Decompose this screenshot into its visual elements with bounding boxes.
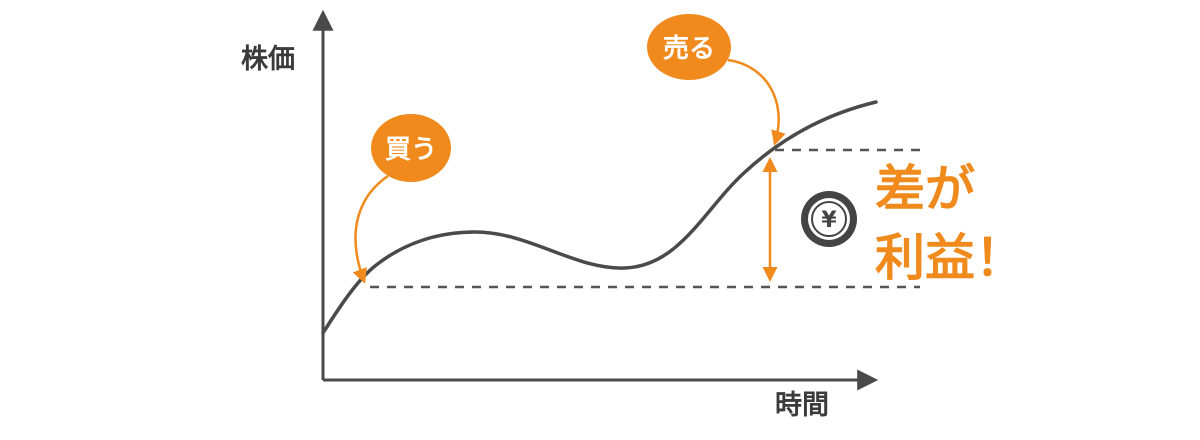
sell-arrow <box>727 58 786 146</box>
yen-coin-icon: ¥ <box>801 191 857 247</box>
sell-bubble <box>647 14 731 80</box>
y-axis-label: 株価 <box>241 44 295 75</box>
buy-label: 買う <box>385 135 437 165</box>
buy-bubble <box>371 114 451 182</box>
x-axis-label: 時間 <box>775 390 829 421</box>
yen-symbol: ¥ <box>821 208 837 233</box>
profit-text-line1: 差が <box>875 160 975 218</box>
profit-text-line2: 利益！ <box>875 229 1025 287</box>
stock-price-curve <box>321 100 878 335</box>
buy-arrow <box>352 174 389 284</box>
sell-label: 売る <box>663 34 715 64</box>
